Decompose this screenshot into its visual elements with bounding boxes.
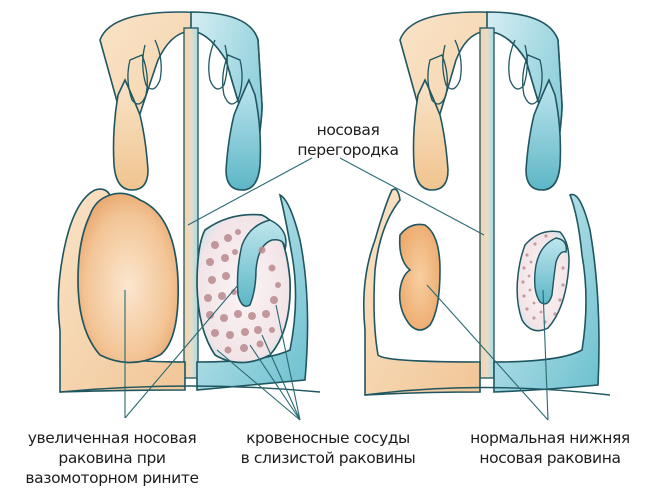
enlarged-concha xyxy=(77,192,180,364)
label-vessels-line2: в слизистой раковины xyxy=(240,449,416,467)
label-enlarged-line2: раковина при xyxy=(58,449,166,467)
label-normal-concha: нормальная нижняя носовая раковина xyxy=(455,428,645,468)
label-normal-line2: носовая раковина xyxy=(479,449,621,467)
label-vessels-line1: кровеносные сосуды xyxy=(246,429,410,447)
label-enlarged-concha: увеличенная носовая раковина при вазомот… xyxy=(12,428,212,488)
right-middle-turbinate-blue xyxy=(525,77,562,191)
left-septum xyxy=(183,27,199,379)
normal-concha-blue xyxy=(533,237,567,305)
left-middle-turbinate-blue xyxy=(225,77,262,191)
label-blood-vessels: кровеносные сосуды в слизистой раковины xyxy=(228,428,428,468)
label-nasal-septum: носовая перегородка xyxy=(288,120,408,160)
right-septum xyxy=(479,27,495,379)
right-panel xyxy=(362,11,611,396)
right-blue-inner-concha xyxy=(236,219,287,307)
label-normal-line1: нормальная нижняя xyxy=(470,429,630,447)
right-middle-turbinate-orange xyxy=(412,78,449,191)
label-septum-line1: носовая xyxy=(316,121,380,139)
blood-vessels xyxy=(204,229,281,354)
leader-lines xyxy=(124,157,549,421)
left-middle-turbinate-orange xyxy=(112,78,149,191)
label-enlarged-line1: увеличенная носовая xyxy=(27,429,197,447)
label-enlarged-line3: вазомоторном рините xyxy=(25,469,199,487)
normal-vessels xyxy=(521,234,565,324)
label-septum-line2: перегородка xyxy=(297,141,399,159)
normal-concha-orange xyxy=(398,223,441,331)
right-floor-orange xyxy=(362,188,481,396)
left-panel xyxy=(57,11,321,393)
